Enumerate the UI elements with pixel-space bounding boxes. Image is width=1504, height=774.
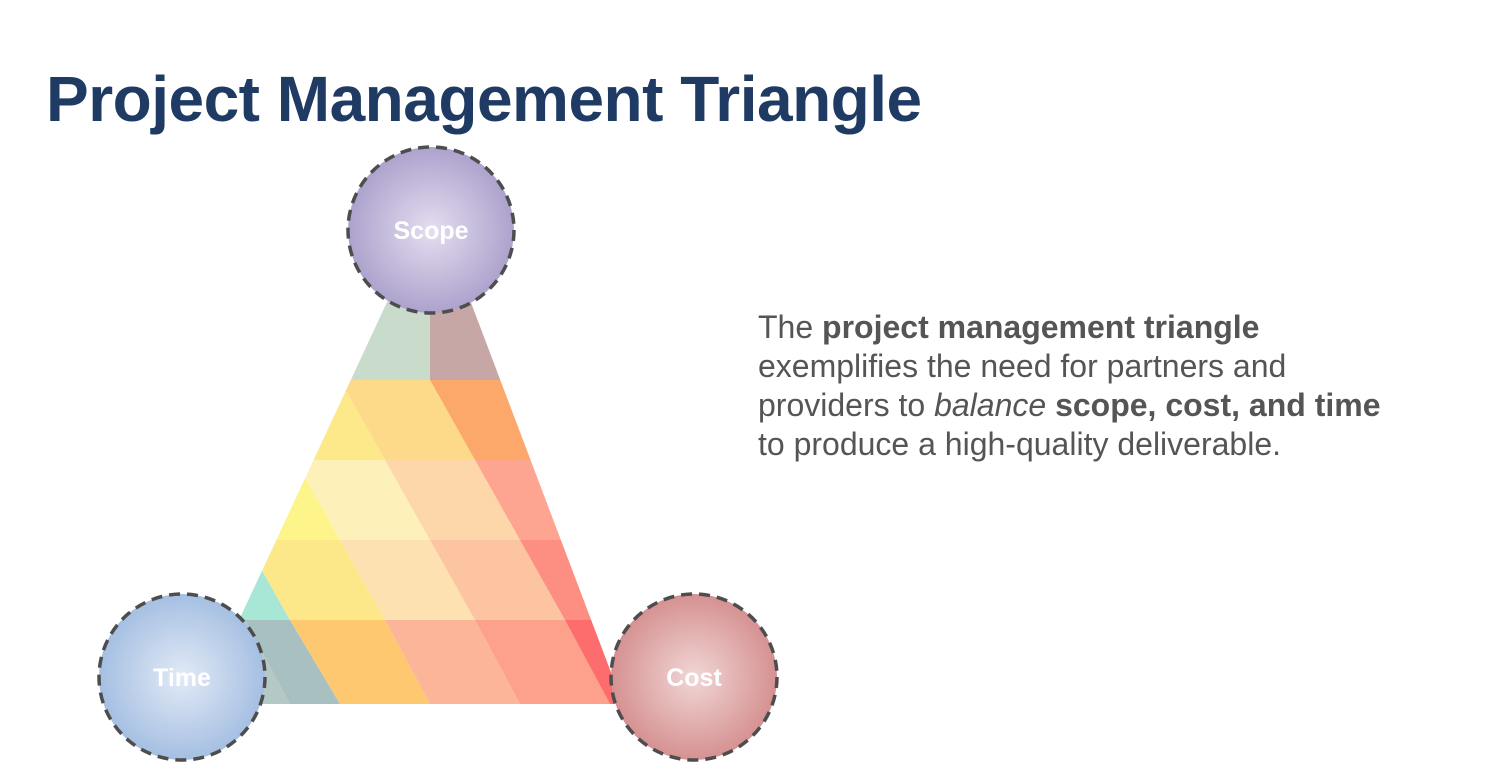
scope-label: Scope — [393, 217, 468, 245]
time-label: Time — [153, 664, 211, 692]
mosaic-tile — [245, 540, 385, 620]
desc-bold-triangle: project management triangle — [822, 309, 1260, 345]
mosaic-tile — [245, 620, 340, 704]
page-title: Project Management Triangle — [46, 63, 922, 135]
scope-node: Scope — [346, 145, 516, 315]
desc-text-2: exemplifies the need for partners and pr… — [758, 348, 1287, 423]
mosaic-tile — [290, 620, 430, 704]
desc-text-4: to produce a high-quality deliverable. — [758, 426, 1281, 462]
triangle-diagram: Scope Time Cost — [97, 145, 779, 762]
description-paragraph: The project management triangle exemplif… — [758, 308, 1398, 464]
desc-bold-constraints: scope, cost, and time — [1055, 387, 1381, 423]
cost-label: Cost — [666, 664, 722, 692]
desc-text-3 — [1046, 387, 1055, 423]
cost-node: Cost — [609, 592, 779, 762]
desc-text-1: The — [758, 309, 823, 345]
time-node: Time — [97, 592, 267, 762]
desc-italic-balance: balance — [934, 387, 1047, 423]
